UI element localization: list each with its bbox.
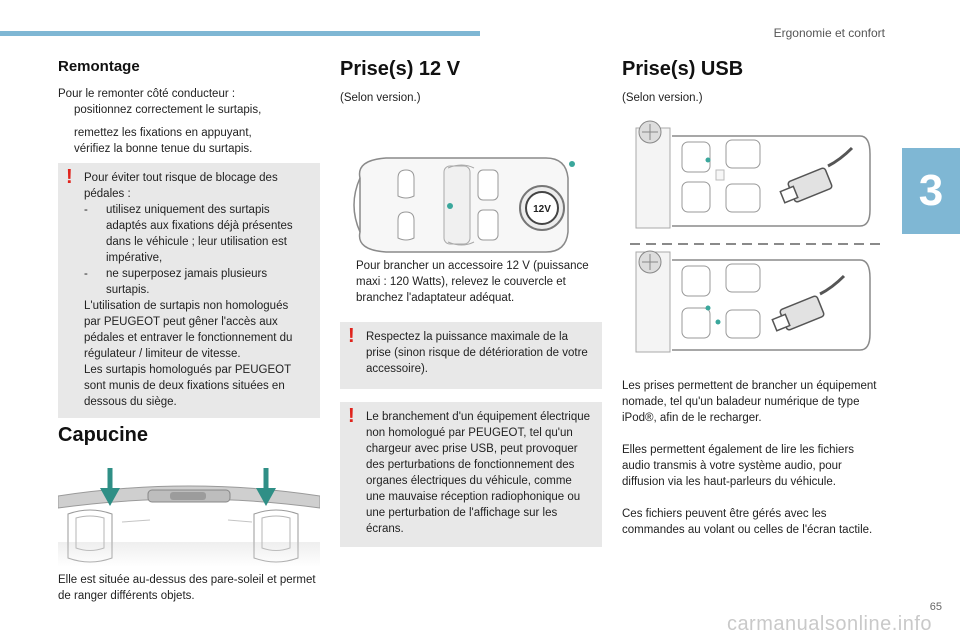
- priseusb-para: Ces fichiers peuvent être gérés avec les…: [622, 508, 873, 536]
- warning-para: Les surtapis homologués par PEUGEOT sont…: [84, 364, 291, 408]
- socket-12v-icon: 12V: [519, 185, 565, 231]
- arrow-down-icon: [100, 468, 120, 506]
- warning-text: Le branchement d'un équipement électriqu…: [366, 411, 591, 535]
- remontage-step-text: positionnez correctement le surtapis,: [74, 104, 262, 116]
- port-marker: [447, 203, 453, 209]
- page-number: 65: [929, 601, 942, 613]
- capucine-illustration: [58, 468, 320, 567]
- warning-intro: Pour éviter tout risque de blocage des p…: [84, 172, 278, 200]
- warning-para: L'utilisation de surtapis non homologués…: [84, 300, 293, 360]
- remontage-title: Remontage: [58, 58, 140, 75]
- priseusb-para: Elles permettent également de lire les f…: [622, 444, 855, 488]
- dash-glyph: -: [84, 268, 88, 280]
- bullet-icon: [58, 141, 74, 157]
- warning-icon: !: [348, 325, 355, 347]
- priseusb-title: Prise(s) USB: [622, 58, 744, 80]
- bullet-icon: [340, 258, 356, 306]
- capucine-title: Capucine: [58, 424, 149, 446]
- remontage-step: positionnez correctement le surtapis,: [58, 102, 320, 118]
- warning-text: Respectez la puissance maximale de la pr…: [366, 331, 588, 375]
- warning-dash-item: - utilisez uniquement des surtapis adapt…: [84, 202, 308, 266]
- section-title: Ergonomie et confort: [773, 26, 885, 40]
- port-marker: [705, 305, 711, 311]
- remontage-text: Pour le remonter côté conducteur : posit…: [58, 86, 320, 157]
- port-marker: [705, 157, 711, 163]
- prise12v-bullet-text: Pour brancher un accessoire 12 V (puissa…: [356, 260, 589, 304]
- chapter-number: 3: [918, 166, 944, 215]
- usb-plug-icon: [771, 274, 846, 332]
- header-accent-bar: [0, 31, 480, 36]
- arrow-down-icon: [256, 468, 276, 506]
- chapter-tab: 3: [902, 148, 960, 234]
- bullet-icon: [58, 102, 74, 118]
- watermark: carmanualsonline.info: [726, 613, 932, 635]
- port-marker: [569, 161, 575, 167]
- warning-dash-item: - ne superposez jamais plusieurs surtapi…: [84, 266, 308, 298]
- port-marker: [715, 319, 721, 325]
- prise12v-version: (Selon version.): [340, 92, 421, 104]
- remontage-warning-box: ! Pour éviter tout risque de blocage des…: [58, 163, 320, 418]
- remontage-step-text: remettez les fixations en appuyant,: [74, 127, 252, 139]
- remontage-intro: Pour le remonter côté conducteur :: [58, 88, 236, 100]
- remontage-step: vérifiez la bonne tenue du surtapis.: [58, 141, 320, 157]
- priseusb-illustration: [630, 120, 884, 353]
- usb-plug-icon: [779, 146, 854, 204]
- prise12v-title: Prise(s) 12 V: [340, 58, 461, 80]
- warning-dash-text: utilisez uniquement des surtapis adaptés…: [106, 204, 293, 264]
- priseusb-para: Les prises permettent de brancher un équ…: [622, 380, 877, 424]
- priseusb-version: (Selon version.): [622, 92, 703, 104]
- remontage-step: remettez les fixations en appuyant,: [58, 125, 320, 141]
- warning-dash-text: ne superposez jamais plusieurs surtapis.: [106, 268, 268, 296]
- prise12v-warning-box: ! Le branchement d'un équipement électri…: [340, 402, 602, 547]
- prise12v-bullet: Pour brancher un accessoire 12 V (puissa…: [340, 258, 602, 306]
- dash-glyph: -: [84, 204, 88, 216]
- warning-icon: !: [66, 166, 73, 188]
- prise12v-warning-box: ! Respectez la puissance maximale de la …: [340, 322, 602, 389]
- prise12v-illustration: 12V: [353, 157, 575, 253]
- remontage-step-text: vérifiez la bonne tenue du surtapis.: [74, 143, 253, 155]
- cabin-view-top: [635, 120, 871, 229]
- cabin-view-bottom: [635, 250, 871, 353]
- socket-label: 12V: [533, 204, 551, 215]
- warning-icon: !: [348, 405, 355, 427]
- prise12v-bullet-line: Pour brancher un accessoire 12 V (puissa…: [340, 258, 602, 306]
- capucine-text: Elle est située au-dessus des pare-solei…: [58, 574, 316, 602]
- bullet-icon: [58, 125, 74, 141]
